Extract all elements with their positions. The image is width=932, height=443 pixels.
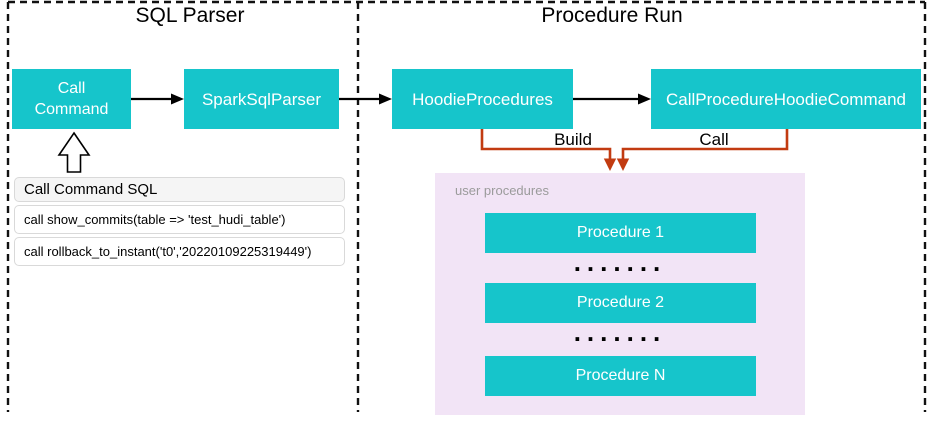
arrowhead-down-icon: [603, 158, 617, 171]
edge-label-call: Call: [699, 130, 729, 149]
arrowhead-icon: [379, 93, 392, 105]
sql-example-row: call show_commits(table => 'test_hudi_ta…: [14, 205, 345, 234]
sql-examples-panel: Call Command SQL call show_commits(table…: [14, 177, 345, 269]
node-spark-sql-parser: SparkSqlParser: [184, 69, 339, 129]
ellipsis-dots: .......: [573, 247, 667, 277]
edge-label-build: Build: [554, 130, 592, 149]
arrowhead-icon: [171, 93, 184, 105]
node-procedure-1: Procedure 1: [485, 213, 756, 253]
region-title-procedure-run: Procedure Run: [541, 4, 683, 27]
ellipsis-dots: .......: [573, 317, 667, 347]
sql-example-row: call rollback_to_instant('t0','202201092…: [14, 237, 345, 266]
node-hoodie-procedures: HoodieProcedures: [392, 69, 573, 129]
arrowhead-down-icon: [616, 158, 630, 171]
node-call-command: Call Command: [12, 69, 131, 129]
region-title-sql-parser: SQL Parser: [135, 4, 245, 27]
node-procedure-2: Procedure 2: [485, 283, 756, 323]
user-procedures-label: user procedures: [455, 183, 549, 198]
user-procedures-panel: user procedures Procedure 1 ....... Proc…: [435, 173, 805, 415]
hollow-up-arrow-icon: [57, 131, 91, 173]
node-procedure-n: Procedure N: [485, 356, 756, 396]
sql-panel-header: Call Command SQL: [14, 177, 345, 202]
node-call-procedure-hoodie-command: CallProcedureHoodieCommand: [651, 69, 921, 129]
arrowhead-icon: [638, 93, 651, 105]
orange-connectors: [480, 129, 789, 171]
